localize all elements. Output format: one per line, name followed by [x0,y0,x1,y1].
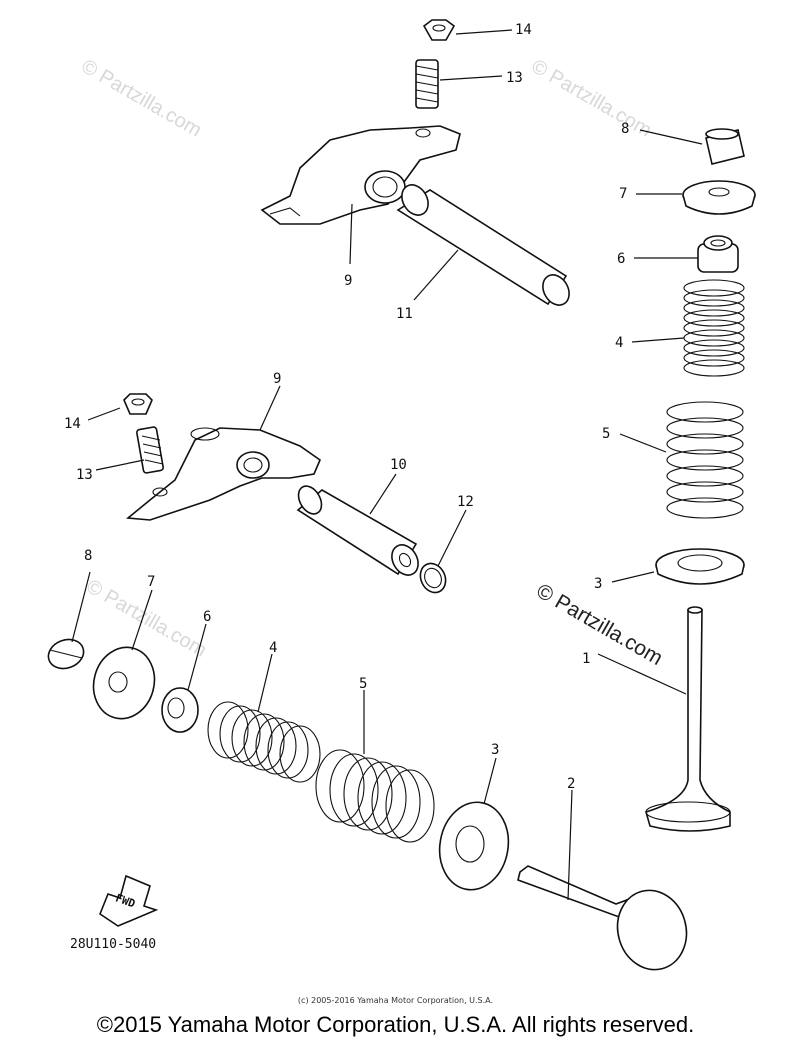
callout-7-lower: 7 [147,574,155,590]
spring-seat-3-upper [655,548,745,585]
callout-4-upper: 4 [615,335,623,351]
valve-1 [645,606,731,832]
outer-spring-5-upper [666,401,744,519]
callout-9-lower: 9 [273,371,281,387]
callout-13-upper: 13 [506,70,523,86]
callout-4-lower: 4 [269,640,277,656]
rocker-arm-9-upper [260,125,461,225]
inner-spring-4-upper [683,279,745,377]
svg-text:© Partzilla.com: © Partzilla.com [78,55,206,141]
callout-13-lower: 13 [76,467,93,483]
adjuster-screw-13-upper [415,59,439,109]
callout-12: 12 [457,494,474,510]
callout-11: 11 [396,306,413,322]
rocker-shaft-11 [396,184,570,306]
callout-2: 2 [567,776,575,792]
valve-stem-seal-6-lower [161,687,199,733]
spring-retainer-7-lower [92,646,156,720]
callout-3-upper: 3 [594,576,602,592]
small-copyright: (c) 2005-2016 Yamaha Motor Corporation, … [297,996,494,1005]
svg-text:© Partzilla.com: © Partzilla.com [528,55,656,141]
svg-text:© Partzilla.com: © Partzilla.com [533,579,667,670]
leader-lines [71,29,703,901]
callout-8-upper: 8 [621,121,629,137]
callout-5-upper: 5 [602,426,610,442]
rocker-shaft-10 [296,485,419,576]
callout-8-lower: 8 [84,548,92,564]
callout-10: 10 [390,457,407,473]
callout-6-upper: 6 [617,251,625,267]
callout-9-upper: 9 [344,273,352,289]
watermark-dark: © Partzilla.com [533,579,667,670]
callout-5-lower: 5 [359,676,367,692]
adjuster-screw-13-lower [136,426,164,474]
callout-14-upper: 14 [515,22,532,38]
inner-spring-4-lower [207,701,321,783]
nut-14-upper [422,19,456,41]
callout-7-upper: 7 [619,186,627,202]
callout-14-lower: 14 [64,416,81,432]
watermark-faint-1: © Partzilla.com [78,55,206,141]
callout-3-lower: 3 [491,742,499,758]
main-copyright: ©2015 Yamaha Motor Corporation, U.S.A. A… [96,1012,695,1037]
spring-retainer-7-upper [682,180,756,215]
callout-1: 1 [582,651,590,667]
part-code: 28U110-5040 [70,937,156,952]
rocker-arm-9-lower [125,427,321,521]
valve-2 [517,865,688,971]
o-ring-12 [419,562,447,594]
spring-seat-3-lower [438,801,510,891]
valve-cotter-8-lower [47,638,85,670]
valve-stem-seal-6-upper [697,235,739,273]
nut-14-lower [123,393,153,415]
outer-spring-5-lower [315,749,435,843]
watermark-faint-2: © Partzilla.com [528,55,656,141]
fwd-arrow-icon: FWD [99,874,159,927]
diagram-canvas: © Partzilla.com © Partzilla.com © Partzi… [47,19,756,971]
callout-6-lower: 6 [203,609,211,625]
valve-cotter-8-upper [705,128,745,165]
